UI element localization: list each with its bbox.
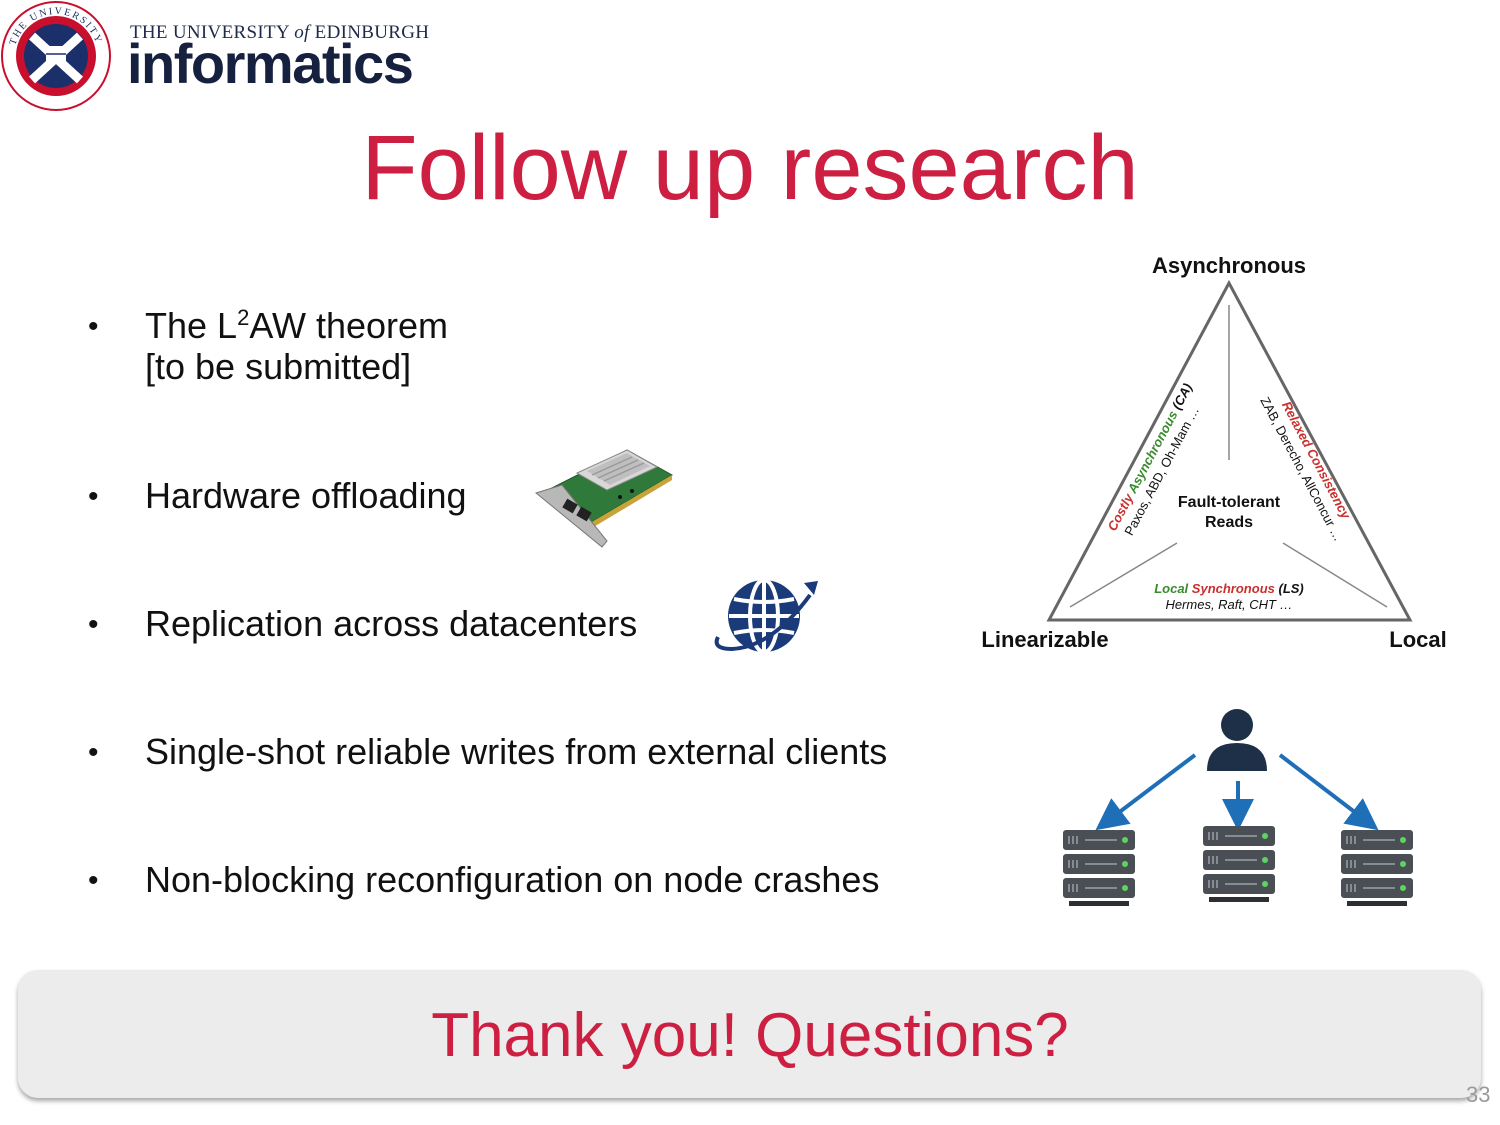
closing-banner [18, 970, 1481, 1098]
bottom-side-examples: Hermes, Raft, CHT … [1165, 597, 1292, 612]
bullet-marker: • [88, 480, 99, 513]
label-asynchronous: Asynchronous [1152, 253, 1306, 278]
label-linearizable: Linearizable [981, 627, 1108, 652]
consistency-triangle-diagram: Asynchronous Linearizable Local Fault-to… [981, 253, 1446, 652]
server-rack-icon [1340, 829, 1414, 907]
bullet-hardware-offloading: Hardware offloading [145, 475, 467, 516]
bullet-marker: • [88, 864, 99, 897]
bullet-single-shot-writes: Single-shot reliable writes from externa… [145, 731, 888, 772]
user-icon [1207, 709, 1267, 771]
center-label-line1: Fault-tolerant [1178, 494, 1281, 511]
bullet-marker: • [88, 608, 99, 641]
label-local: Local [1389, 627, 1446, 652]
bullet-marker: • [88, 310, 99, 343]
triangle-outline [1046, 279, 1413, 622]
server-rack-icon [1063, 830, 1135, 906]
bottom-side-title: Local Synchronous (LS) [1154, 581, 1304, 596]
client-servers-diagram [1063, 709, 1414, 907]
arrow-right [1278, 753, 1379, 831]
center-label-line2: Reads [1205, 514, 1253, 531]
university-name: THE UNIVERSITY of EDINBURGH [130, 22, 430, 43]
server-rack-icon [1202, 825, 1276, 903]
closing-text: Thank you! Questions? [431, 1001, 1069, 1070]
slide-title: Follow up research [361, 117, 1139, 219]
nic-card-icon [534, 449, 674, 548]
bullet-reconfiguration: Non-blocking reconfiguration on node cra… [145, 859, 880, 900]
department-name: informatics [127, 32, 414, 95]
university-seal-logo: THE UNIVERSITY [1, 1, 111, 111]
page-number: 33 [1466, 1082, 1491, 1107]
arrow-left [1095, 753, 1197, 831]
bullet-l2aw-theorem: The L2AW theorem[to be submitted] [145, 305, 449, 388]
bullet-replication: Replication across datacenters [145, 603, 638, 644]
bullet-marker: • [88, 736, 99, 769]
globe-icon [714, 578, 818, 654]
